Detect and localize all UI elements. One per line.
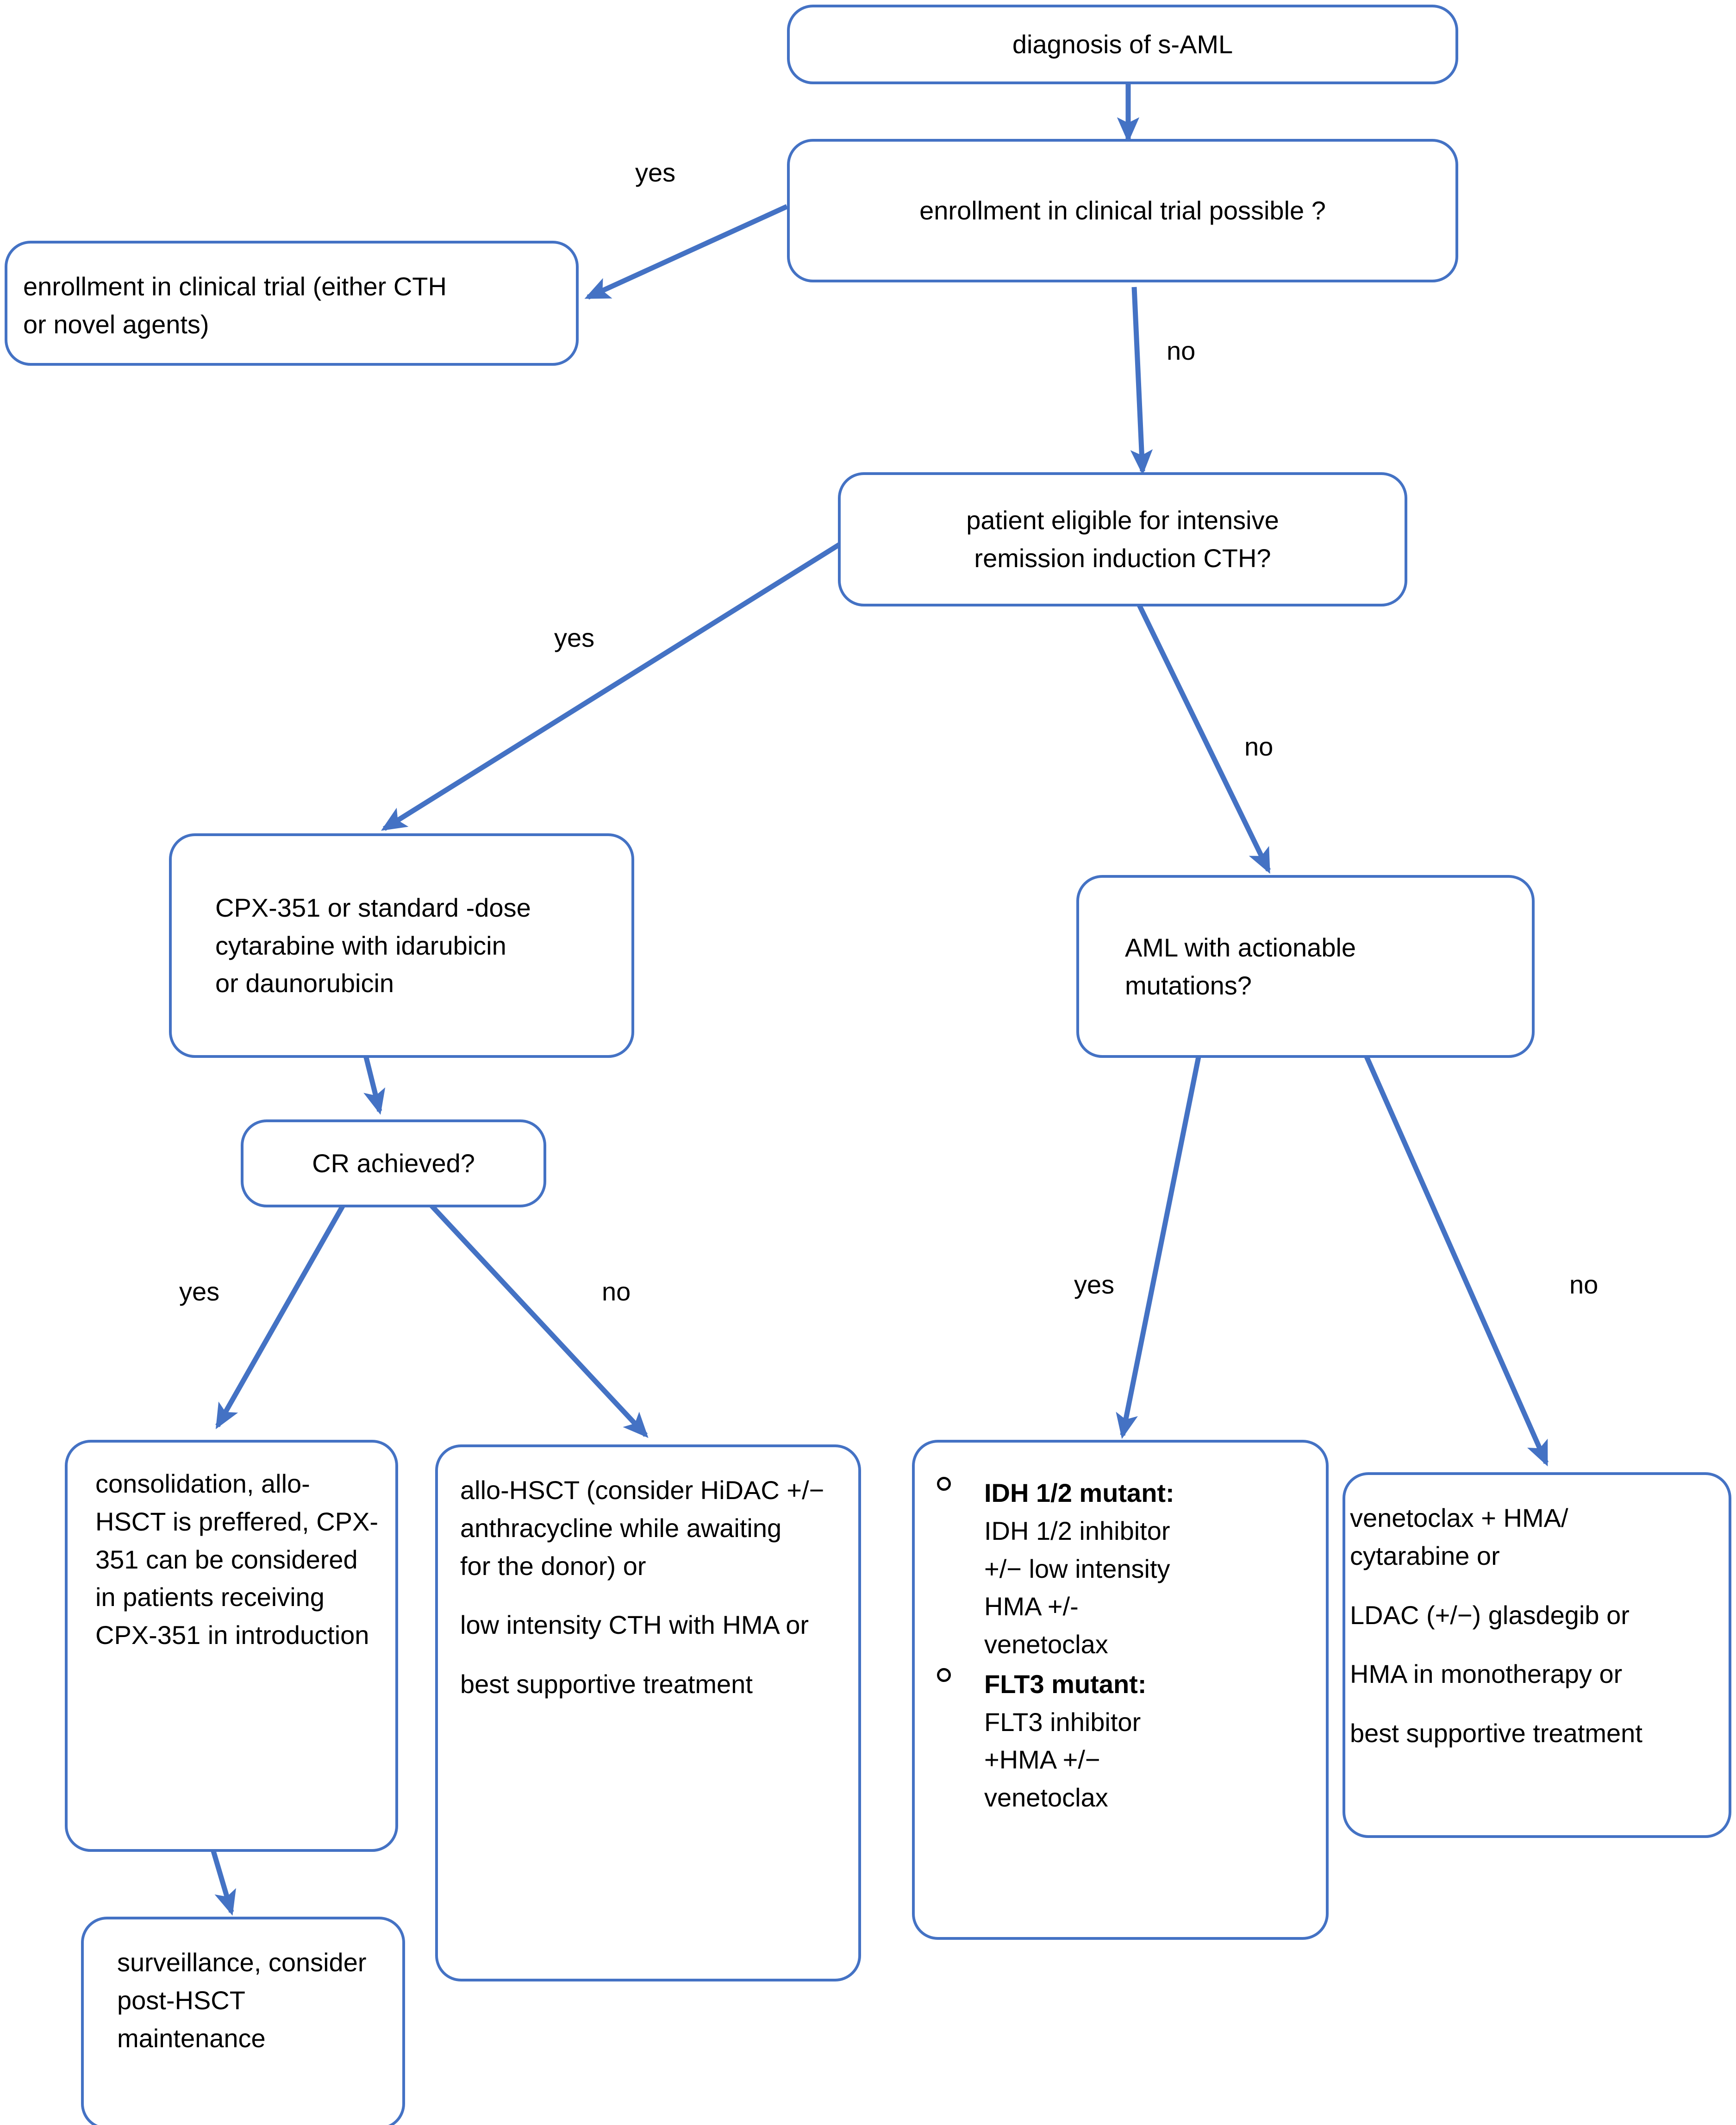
node-allo-hsct[interactable]: allo-HSCT (consider HiDAC +/− anthracycl… xyxy=(435,1444,861,1981)
mutant-option-body-line: HMA +/- xyxy=(984,1592,1079,1621)
node-consolidation[interactable]: consolidation, allo-HSCT is preffered, C… xyxy=(65,1440,398,1852)
edge-label-mut-no: no xyxy=(1569,1270,1599,1299)
node-diagnosis-label: diagnosis of s-AML xyxy=(1012,30,1233,59)
connector-trial-yes xyxy=(584,204,788,300)
mutant-option-heading: FLT3 mutant: xyxy=(984,1669,1147,1699)
edge-label-trial-yes: yes xyxy=(635,158,676,187)
node-trial-enrollment-line1: enrollment in clinical trial (either CTH xyxy=(23,272,447,301)
node-cpx351-line3: or daunorubicin xyxy=(215,969,394,998)
connector-cpx-to-cr xyxy=(363,1055,386,1115)
node-cpx351-line2: cytarabine with idarubicin xyxy=(215,931,506,960)
node-cr-achieved-label: CR achieved? xyxy=(312,1149,475,1178)
node-allo-hsct-line1: allo-HSCT (consider HiDAC +/− xyxy=(460,1475,824,1505)
node-non-mutant-line1: venetoclax + HMA/ xyxy=(1350,1503,1568,1532)
node-surveillance-text: surveillance, consider post-HSCT mainten… xyxy=(117,1948,367,2053)
node-non-mutant-para1: venetoclax + HMA/ cytarabine or xyxy=(1350,1499,1724,1575)
connector-cr-yes xyxy=(215,1203,346,1430)
mutant-options-list: IDH 1/2 mutant: IDH 1/2 inhibitor +/− lo… xyxy=(915,1474,1326,1817)
mutant-option-body-line: +HMA +/− xyxy=(984,1745,1100,1775)
mutant-option-heading: IDH 1/2 mutant: xyxy=(984,1478,1174,1507)
node-trial-enrollment[interactable]: enrollment in clinical trial (either CTH… xyxy=(5,241,579,366)
node-aml-mutations-line1: AML with actionable xyxy=(1125,932,1356,962)
connector-consolidation-to-surveillance xyxy=(210,1849,236,1916)
node-non-mutant-para4: best supportive treatment xyxy=(1350,1719,1642,1748)
node-eligible-question[interactable]: patient eligible for intensive remission… xyxy=(838,472,1407,606)
connector-eligible-no xyxy=(1137,603,1271,874)
node-allo-hsct-line3: for the donor) or xyxy=(460,1551,646,1581)
node-allo-hsct-para2: low intensity CTH with HMA or xyxy=(460,1610,809,1640)
node-cr-achieved[interactable]: CR achieved? xyxy=(241,1119,546,1207)
mutant-option-body-line: IDH 1/2 inhibitor xyxy=(984,1516,1170,1545)
node-non-mutant-para2: LDAC (+/−) glasdegib or xyxy=(1350,1600,1630,1630)
edge-label-mut-yes: yes xyxy=(1074,1270,1115,1299)
list-item[interactable]: IDH 1/2 mutant: IDH 1/2 inhibitor +/− lo… xyxy=(915,1474,1326,1663)
bullet-circle-icon xyxy=(937,1668,951,1682)
node-consolidation-text: consolidation, allo-HSCT is preffered, C… xyxy=(95,1469,379,1650)
mutant-option-body-line: FLT3 inhibitor xyxy=(984,1707,1141,1737)
connector-cr-no xyxy=(428,1203,649,1438)
node-cpx351-line1: CPX-351 or standard -dose xyxy=(215,893,531,922)
node-non-mutant-line2: cytarabine or xyxy=(1350,1541,1500,1570)
mutant-option-body-line: venetoclax xyxy=(984,1630,1108,1659)
connector-mut-yes xyxy=(1116,1054,1202,1439)
connector-mut-no xyxy=(1363,1053,1549,1467)
edge-label-trial-no: no xyxy=(1167,336,1196,365)
edge-label-eligible-no: no xyxy=(1244,732,1274,761)
node-trial-question[interactable]: enrollment in clinical trial possible ? xyxy=(787,139,1458,282)
mutant-option-body-line: venetoclax xyxy=(984,1783,1108,1812)
node-mutant-options[interactable]: IDH 1/2 mutant: IDH 1/2 inhibitor +/− lo… xyxy=(912,1440,1329,1940)
node-surveillance[interactable]: surveillance, consider post-HSCT mainten… xyxy=(81,1917,405,2125)
node-aml-mutations[interactable]: AML with actionable mutations? xyxy=(1076,875,1535,1058)
node-non-mutant-options[interactable]: venetoclax + HMA/ cytarabine or LDAC (+/… xyxy=(1343,1472,1731,1838)
node-allo-hsct-para3: best supportive treatment xyxy=(460,1669,753,1699)
bullet-circle-icon xyxy=(937,1477,951,1491)
edge-label-cr-no: no xyxy=(602,1277,631,1306)
node-allo-hsct-line2: anthracycline while awaiting xyxy=(460,1513,782,1543)
node-aml-mutations-line2: mutations? xyxy=(1125,970,1252,1000)
edge-label-eligible-yes: yes xyxy=(554,623,595,652)
mutant-option-body-line: +/− low intensity xyxy=(984,1554,1170,1583)
connector-trial-no xyxy=(1130,287,1153,475)
node-cpx351[interactable]: CPX-351 or standard -dose cytarabine wit… xyxy=(169,833,634,1058)
node-eligible-question-line2: remission induction CTH? xyxy=(974,544,1271,573)
edge-label-cr-yes: yes xyxy=(179,1277,220,1306)
node-diagnosis[interactable]: diagnosis of s-AML xyxy=(787,5,1458,84)
node-trial-question-label: enrollment in clinical trial possible ? xyxy=(919,196,1326,225)
node-eligible-question-line1: patient eligible for intensive xyxy=(966,506,1279,535)
node-non-mutant-para3: HMA in monotherapy or xyxy=(1350,1659,1623,1689)
node-trial-enrollment-line2: or novel agents) xyxy=(23,309,209,339)
node-allo-hsct-para1: allo-HSCT (consider HiDAC +/− anthracycl… xyxy=(460,1471,843,1585)
list-item[interactable]: FLT3 mutant: FLT3 inhibitor +HMA +/− ven… xyxy=(915,1665,1326,1817)
connector-eligible-yes xyxy=(381,542,842,831)
